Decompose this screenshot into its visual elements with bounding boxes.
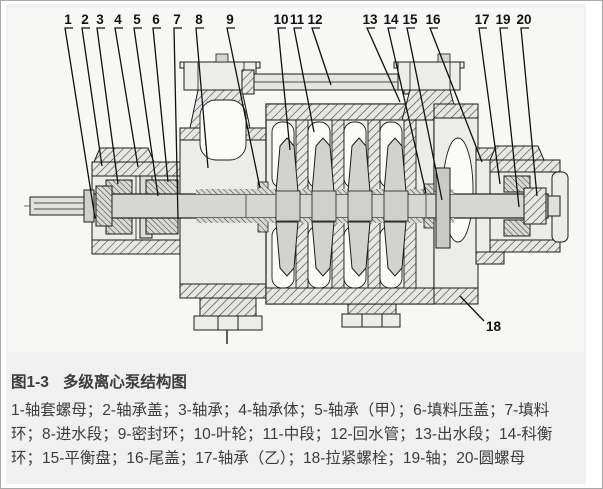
figure-area: 1 2 3 4 5 6 7 8 9 10 11 12 13 14 15 16 1… <box>8 8 584 352</box>
callout-18-label: 18 <box>486 319 502 334</box>
round-nut <box>523 187 547 225</box>
figure-number: 图1-3 <box>11 374 49 391</box>
callout-16: 16 <box>425 12 483 163</box>
callout-7: 7 <box>173 12 182 220</box>
callout-10: 10 <box>273 12 291 151</box>
callout-5-label: 5 <box>133 12 141 27</box>
callout-1: 1 <box>64 12 96 219</box>
callout-7-label: 7 <box>173 12 181 27</box>
callout-4-label: 4 <box>114 12 122 27</box>
callout-20: 20 <box>516 12 538 197</box>
figure-caption-title: 图1-3 多级离心泵结构图 <box>11 370 577 392</box>
callout-17: 17 <box>474 12 501 185</box>
callout-3: 3 <box>96 12 119 185</box>
callout-8: 8 <box>195 12 209 169</box>
callout-10-label: 10 <box>273 12 288 27</box>
figure-title: 多级离心泵结构图 <box>62 374 187 391</box>
callout-15-label: 15 <box>402 12 418 27</box>
callout-11-label: 11 <box>290 12 305 27</box>
callout-14-label: 14 <box>383 12 399 27</box>
callout-19-label: 19 <box>495 12 510 27</box>
callout-8-label: 8 <box>195 12 203 27</box>
callout-13-label: 13 <box>362 12 378 27</box>
pump-cross-section-diagram: 1 2 3 4 5 6 7 8 9 10 11 12 13 14 15 16 1… <box>24 12 569 344</box>
figure-legend: 1-轴套螺母；2-轴承盖；3-轴承；4-轴承体；5-轴承（甲）；6-填料压盖；7… <box>11 402 553 467</box>
callout-11: 11 <box>290 12 315 133</box>
callout-13: 13 <box>362 12 401 103</box>
callout-1-label: 1 <box>64 12 72 27</box>
content-panel: 1 2 3 4 5 6 7 8 9 10 11 12 13 14 15 16 1… <box>6 4 586 484</box>
callout-9: 9 <box>226 12 261 189</box>
mounting-feet <box>193 297 401 344</box>
callout-17-label: 17 <box>474 12 489 27</box>
callout-14: 14 <box>383 12 427 194</box>
callout-6: 6 <box>152 12 169 183</box>
callout-2-label: 2 <box>81 12 89 27</box>
callout-12-label: 12 <box>307 12 322 27</box>
shaft-sleeve-nut <box>95 185 113 227</box>
callout-15: 15 <box>402 12 443 201</box>
callout-4: 4 <box>114 12 139 168</box>
callout-5: 5 <box>133 12 159 197</box>
callout-19: 19 <box>495 12 520 208</box>
return-pipe <box>241 69 417 95</box>
impellers <box>275 137 409 277</box>
callout-6-label: 6 <box>152 12 160 27</box>
callout-9-label: 9 <box>226 12 234 27</box>
callout-16-label: 16 <box>425 12 441 27</box>
callouts: 1 2 3 4 5 6 7 8 9 10 11 12 13 14 15 16 1… <box>64 12 538 334</box>
callout-12: 12 <box>307 12 332 86</box>
figure-caption: 图1-3 多级离心泵结构图 1-轴套螺母；2-轴承盖；3-轴承；4-轴承体；5-轴… <box>11 370 577 471</box>
callout-18: 18 <box>459 295 502 334</box>
callout-20-label: 20 <box>516 12 531 27</box>
callout-3-label: 3 <box>96 12 104 27</box>
callout-2: 2 <box>81 12 103 167</box>
